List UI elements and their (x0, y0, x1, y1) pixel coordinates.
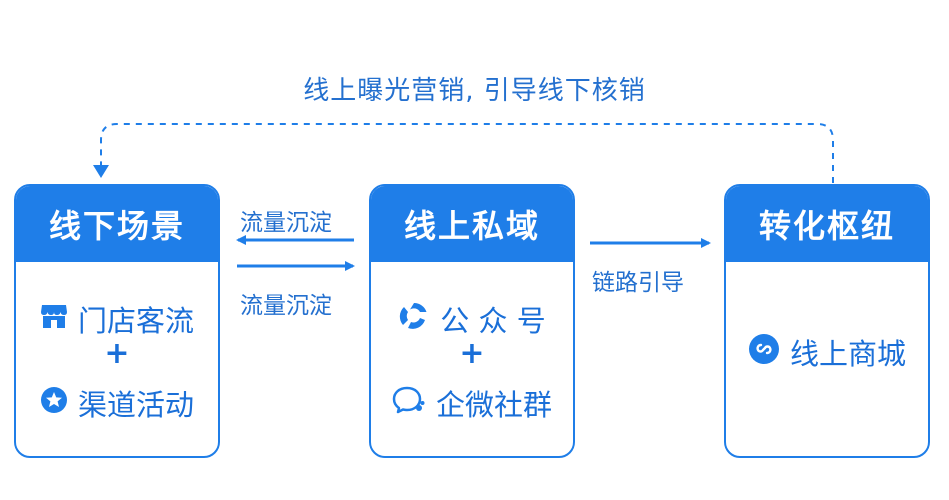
wecom-chat-icon (392, 385, 426, 422)
flow-label-right: 链路引导 (592, 270, 684, 296)
card-private-domain: 线上私域 公 众 号 + 企微社群 (369, 184, 575, 458)
mini-program-link-icon (748, 333, 780, 372)
top-caption: 线上曝光营销, 引导线下核销 (303, 76, 646, 106)
flow-label-top: 流量沉淀 (240, 210, 332, 236)
list-item-label: 线上商城 (789, 337, 906, 371)
list-item-label: 渠道活动 (77, 388, 194, 422)
card-offline-scene: 线下场景 门店客流 + 渠道活动 (14, 184, 220, 458)
list-item-label: 门店客流 (77, 304, 194, 338)
flow-label-bottom: 流量沉淀 (240, 293, 332, 319)
list-item: 门店客流 (16, 298, 218, 340)
list-item: 企微社群 (371, 382, 573, 424)
card-title: 线下场景 (16, 186, 218, 262)
list-item-label: 企微社群 (435, 388, 552, 422)
list-item: 线上商城 (726, 331, 928, 373)
plus-sign: + (104, 336, 130, 371)
card-conversion-hub: 转化枢纽 线上商城 (724, 184, 930, 458)
list-item-label: 公 众 号 (440, 304, 546, 338)
dashed-return-arrowhead (93, 165, 109, 178)
card-title: 线上私域 (371, 186, 573, 262)
dashed-return-path (100, 123, 834, 183)
card-title: 转化枢纽 (726, 186, 928, 262)
plus-sign: + (459, 336, 485, 371)
star-icon (40, 386, 68, 421)
wechat-official-account-icon (398, 300, 430, 339)
list-item: 公 众 号 (371, 298, 573, 340)
list-item: 渠道活动 (16, 382, 218, 424)
store-icon (40, 302, 68, 336)
